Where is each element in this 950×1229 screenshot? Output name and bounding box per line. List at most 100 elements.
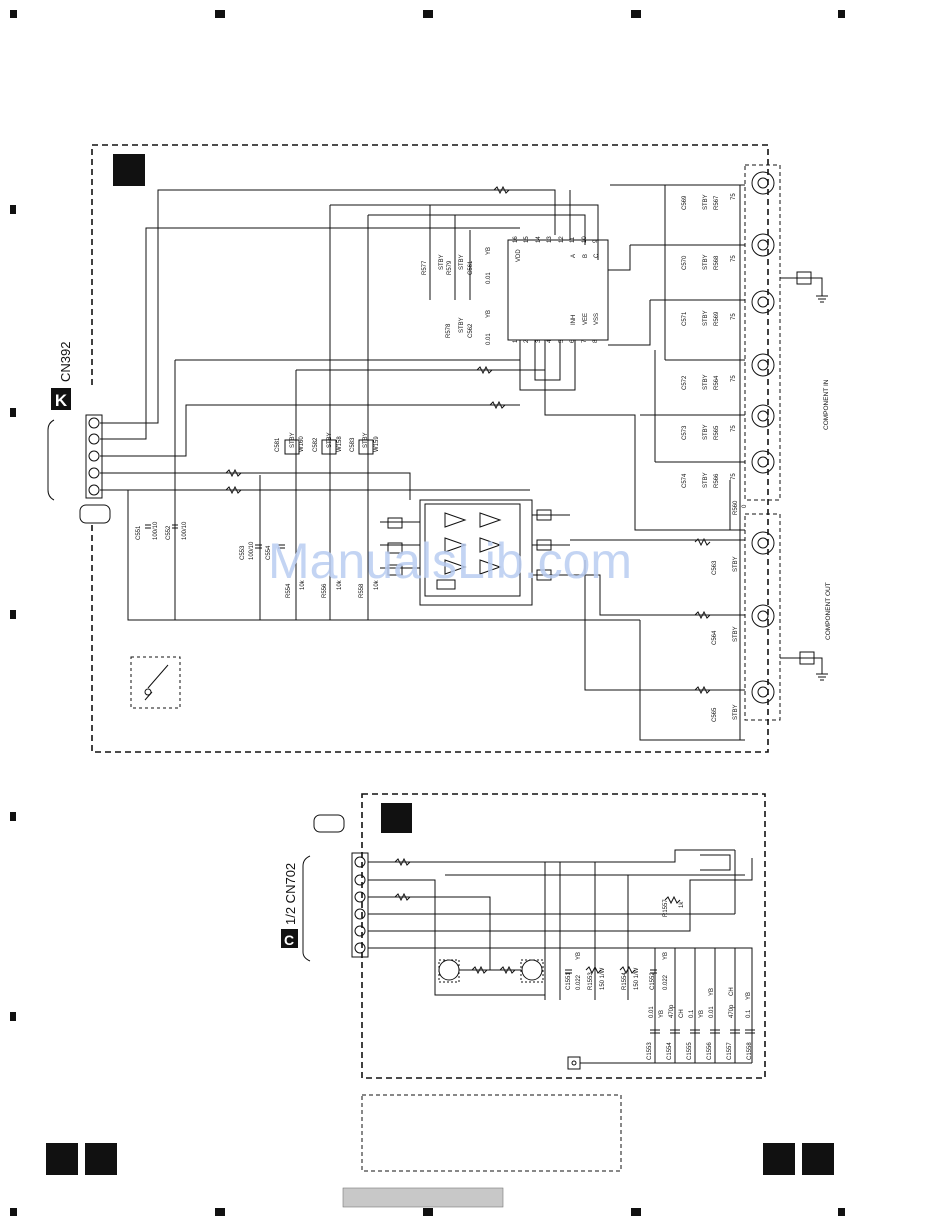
c571-rating: STBY (703, 310, 709, 326)
c552-ref: C552 (166, 525, 172, 540)
ic-pin-6: 6 (570, 339, 576, 343)
c1553-value: 0.01 (649, 1006, 655, 1018)
lower-board-marker (381, 803, 412, 833)
c563-ref: C563 (712, 560, 718, 575)
r578-rating: STBY (459, 317, 465, 333)
page-footer (46, 1143, 834, 1208)
c569-ref: C569 (682, 195, 688, 210)
lower-labels: C 1/2 CN702 R1557 1k C1551 0.022 YB R155… (281, 863, 753, 1060)
c582-ref: C582 (313, 437, 319, 452)
c572-rating: STBY (703, 374, 709, 390)
c583-ref: C583 (350, 437, 356, 452)
c572-ref: C572 (682, 375, 688, 390)
c573-ref: C573 (682, 425, 688, 440)
footer-block-1 (46, 1143, 78, 1175)
c554-ref: C554 (266, 545, 272, 560)
c1557-grade: CH (729, 987, 735, 996)
ic-label-inh: INH (571, 315, 577, 325)
r568-value: 75 (731, 255, 737, 262)
lower-board-outline (361, 793, 766, 1079)
c564-ref: C564 (712, 630, 718, 645)
ic-pin-16: 16 (513, 236, 519, 243)
ic-label-b: B (583, 254, 589, 258)
r569-ref: R569 (714, 311, 720, 326)
transistor-1 (438, 959, 460, 981)
ic-pin-15: 15 (524, 236, 530, 243)
c1555-grade: YB (699, 1010, 705, 1018)
c1552-grade: YB (663, 952, 669, 960)
c1551-ref: C1551 (566, 972, 572, 990)
ic-label-vss: VSS (594, 313, 600, 325)
c1552-value: 0.022 (663, 974, 669, 990)
footer-block-4 (802, 1143, 834, 1175)
c581-tag: W160 (299, 436, 305, 452)
cn702-key (313, 814, 345, 833)
ic-pin-5: 5 (559, 339, 565, 343)
c569-rating: STBY (703, 194, 709, 210)
c565-ref: C565 (712, 707, 718, 722)
c1551-value: 0.022 (576, 974, 582, 990)
c570-ref: C570 (682, 255, 688, 270)
r579-ref: R579 (447, 260, 453, 275)
c1557-ref: C1557 (727, 1042, 733, 1060)
c562-grade: YB (486, 310, 492, 318)
c1552-ref: C1552 (650, 972, 656, 990)
r1553-value: 150 1/W (600, 967, 606, 990)
c565-rating: STBY (733, 704, 739, 720)
transistor-2 (521, 959, 543, 981)
component-in-label: COMPONENT IN (823, 379, 830, 430)
ic-pin-13: 13 (547, 236, 553, 243)
r566-ref: R566 (714, 473, 720, 488)
r567-value: 75 (731, 193, 737, 200)
r554-value: 10k (300, 579, 306, 590)
r568-ref: R568 (714, 255, 720, 270)
watermark-text: ManualsLib.com (268, 533, 632, 589)
c553-value: 100/10 (249, 541, 255, 560)
component-in-box (744, 164, 781, 501)
ic-pin-7: 7 (582, 339, 588, 343)
upper-labels: K CN392 COMPONENT IN COMPONENT OUT C551 … (51, 193, 832, 722)
c1558-ref: C1558 (747, 1042, 753, 1060)
footer-block-2 (85, 1143, 117, 1175)
c571-ref: C571 (682, 311, 688, 326)
r1554-ref: R1554 (622, 972, 628, 990)
ic-label-a: A (571, 254, 577, 258)
registration-marks (10, 10, 845, 1216)
r569-value: 75 (731, 313, 737, 320)
r579-rating: STBY (459, 254, 465, 270)
c583-tag: W159 (374, 436, 380, 452)
cn392-letter: K (55, 391, 68, 410)
c563-rating: STBY (733, 556, 739, 572)
component-in-jacks (751, 171, 775, 474)
c1551-grade: YB (576, 952, 582, 960)
ic-pin-8: 8 (593, 339, 599, 343)
c1558-grade: YB (746, 992, 752, 1000)
ic-pin-1: 1 (513, 339, 519, 343)
ic-pin-2: 2 (524, 339, 530, 343)
r556-value: 10k (337, 579, 343, 590)
c553-ref: C553 (240, 545, 246, 560)
r556-ref: R556 (322, 583, 328, 598)
footer-block-3 (763, 1143, 795, 1175)
ic-pin-3: 3 (536, 339, 542, 343)
c561-value: 0.01 (486, 272, 492, 284)
amp-block (424, 503, 521, 597)
c552-value: 100/10 (182, 521, 188, 540)
lower-board (302, 793, 766, 1172)
r565-value: 75 (731, 425, 737, 432)
ic-pin-12: 12 (559, 236, 565, 243)
component-out-jacks (751, 531, 775, 704)
upper-board-marker (113, 154, 145, 186)
c1557-value: 470p (729, 1004, 735, 1018)
r578-ref: R578 (446, 323, 452, 338)
upper-board (47, 144, 828, 753)
upper-board-outline (91, 144, 769, 753)
cn702-letter: C (284, 932, 294, 948)
ic-label-vdd: VDD (516, 249, 522, 262)
cn702-label: 1/2 CN702 (283, 863, 298, 925)
c551-ref: C551 (136, 525, 142, 540)
r565-ref: R565 (714, 425, 720, 440)
r1553-ref: R1553 (588, 972, 594, 990)
r558-value: 10k (374, 579, 380, 590)
